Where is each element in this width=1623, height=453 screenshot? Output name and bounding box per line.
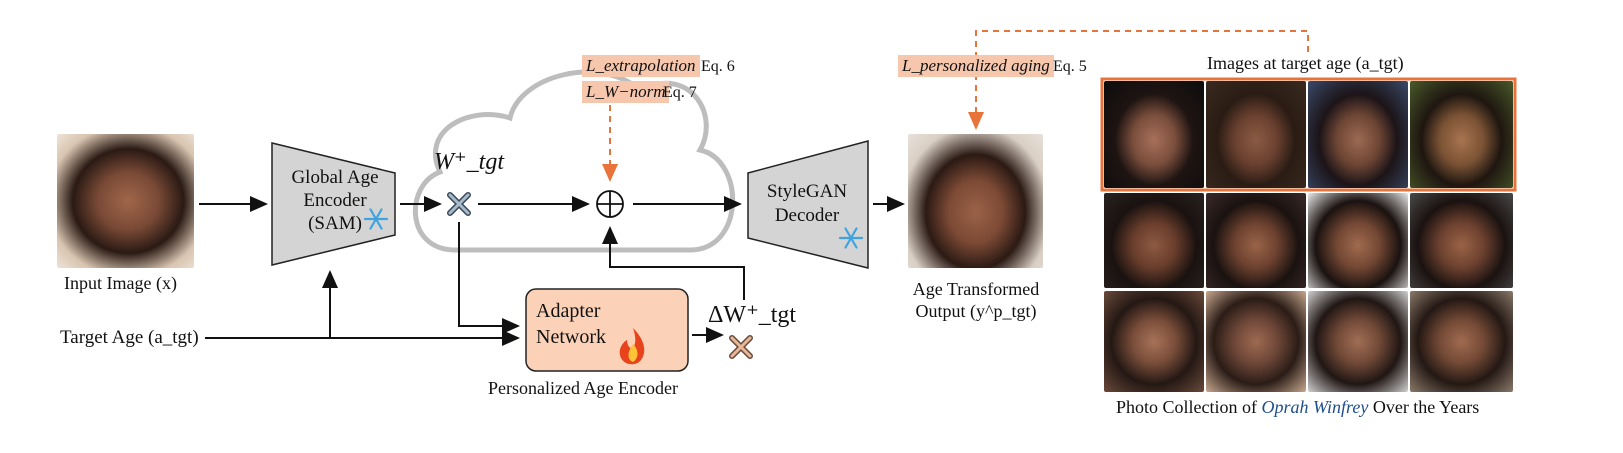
collection-photo bbox=[1104, 81, 1204, 188]
collection-photo bbox=[1410, 291, 1513, 392]
target-age-images-label: Images at target age (a_tgt) bbox=[1207, 53, 1404, 73]
delta-w-symbol: ΔW⁺_tgt bbox=[708, 302, 797, 328]
input-image-label: Input Image (x) bbox=[64, 273, 177, 293]
collection-photo bbox=[1308, 291, 1408, 392]
collection-photo bbox=[1410, 81, 1513, 188]
encoder-label-line2: Encoder bbox=[303, 190, 367, 211]
cross-icon bbox=[447, 192, 471, 216]
snowflake-icon bbox=[363, 208, 389, 230]
arrow-delta-to-combine bbox=[602, 226, 745, 300]
collection-photo bbox=[1410, 193, 1513, 288]
cross-icon bbox=[729, 335, 753, 359]
encoder-label: Global Age Encoder (SAM) bbox=[275, 166, 395, 235]
stylegan-decoder-block bbox=[747, 140, 869, 269]
loss-extrapolation: L_extrapolation bbox=[582, 55, 700, 77]
output-label: Age Transformed Output (y^p_tgt) bbox=[900, 278, 1052, 322]
eq6-label: Eq. 6 bbox=[701, 58, 735, 75]
decoder-label-line2: Decoder bbox=[774, 205, 840, 226]
snowflake-icon bbox=[838, 227, 864, 249]
adapter-label-line2: Network bbox=[536, 326, 606, 348]
encoder-label-line3: (SAM) bbox=[308, 213, 362, 234]
output-label-line1: Age Transformed bbox=[912, 279, 1040, 299]
loss-personalized: L_personalized aging bbox=[898, 55, 1054, 77]
collection-caption-post: Over the Years bbox=[1368, 397, 1480, 417]
collection-photo bbox=[1206, 193, 1306, 288]
encoder-label-line1: Global Age bbox=[291, 167, 379, 188]
input-face-photo bbox=[57, 134, 194, 268]
collection-photo bbox=[1104, 193, 1204, 288]
latent-space-cloud bbox=[412, 69, 735, 253]
collection-photo bbox=[1206, 291, 1306, 392]
oplus-icon bbox=[596, 190, 624, 218]
target-age-label: Target Age (a_tgt) bbox=[60, 327, 199, 348]
flame-icon bbox=[619, 328, 645, 365]
global-age-encoder-block bbox=[271, 142, 396, 266]
collection-caption: Photo Collection of Oprah Winfrey Over t… bbox=[1116, 397, 1479, 418]
target-age-highlight-frame bbox=[1100, 77, 1517, 192]
collection-photo bbox=[1308, 81, 1408, 188]
output-face-photo bbox=[908, 134, 1043, 268]
personalized-encoder-caption: Personalized Age Encoder bbox=[488, 378, 678, 398]
output-label-line2: Output (y^p_tgt) bbox=[915, 301, 1037, 321]
w-tgt-symbol: W⁺_tgt bbox=[434, 149, 504, 175]
adapter-label-line1: Adapter bbox=[536, 300, 601, 322]
loss-wnorm: L_W−norm bbox=[582, 81, 670, 103]
decoder-label: StyleGAN Decoder bbox=[752, 180, 862, 228]
collection-photo bbox=[1206, 81, 1306, 188]
collection-caption-pre: Photo Collection of bbox=[1116, 397, 1262, 417]
collection-caption-name: Oprah Winfrey bbox=[1261, 397, 1369, 417]
arrow-w-to-adapter bbox=[458, 222, 520, 334]
decoder-label-line1: StyleGAN bbox=[766, 181, 848, 202]
eq5-label: Eq. 5 bbox=[1053, 58, 1087, 75]
collection-photo bbox=[1104, 291, 1204, 392]
loss-arrow-personalized bbox=[968, 30, 1309, 130]
adapter-network-block bbox=[525, 288, 689, 372]
collection-photo bbox=[1308, 193, 1408, 288]
adapter-label: Adapter Network bbox=[536, 298, 606, 350]
eq7-label: Eq. 7 bbox=[663, 84, 697, 101]
